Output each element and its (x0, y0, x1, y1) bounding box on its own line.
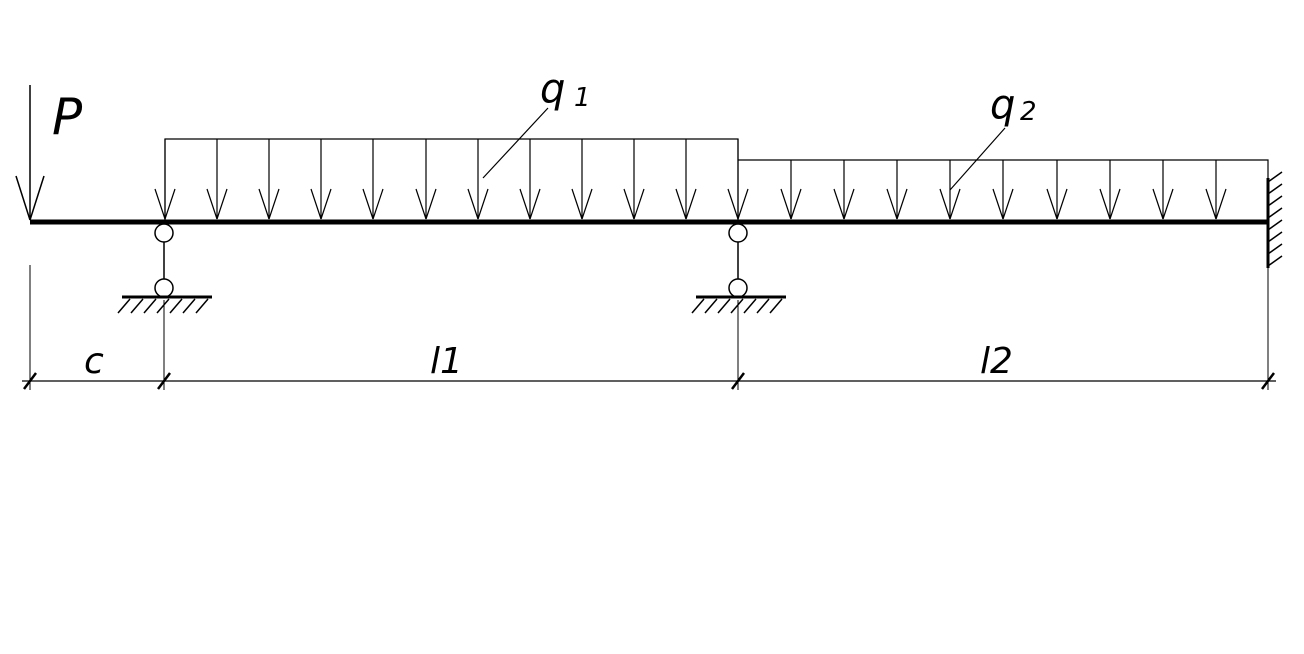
q1-label: q (540, 66, 565, 112)
ground-hatch (743, 298, 757, 314)
q2-arrow-head (1215, 188, 1227, 220)
dim-l2-label: l2 (980, 341, 1013, 382)
q2-arrow-head (1002, 188, 1014, 220)
dim-l1-label: l1 (430, 341, 463, 382)
q2-arrow-head (790, 188, 802, 220)
ground-hatch (704, 298, 718, 314)
q1-arrow-head (164, 188, 176, 220)
q2-arrow-head (1046, 188, 1058, 220)
ground-hatch (182, 298, 196, 314)
dimension-line (22, 372, 1276, 390)
force-label: P (52, 88, 83, 146)
distributed-load-q1 (154, 138, 749, 220)
q1-arrow-head (623, 188, 635, 220)
q2-label: q (990, 82, 1015, 128)
wall-hatch (1267, 195, 1283, 207)
q2-arrow-head (949, 188, 961, 220)
dim-c-label: c (84, 341, 104, 382)
q2-arrow-head (780, 188, 792, 220)
ground-hatch (130, 298, 144, 314)
q2-arrow-head (833, 188, 845, 220)
q1-arrow-head (310, 188, 322, 220)
wall-hatch (1267, 171, 1283, 183)
q2-arrow-head (896, 188, 908, 220)
q2-arrow-head (1109, 188, 1121, 220)
support-1 (117, 223, 212, 314)
wall-hatch (1267, 231, 1283, 243)
q1-arrow-head (467, 188, 479, 220)
ground-hatch (691, 298, 705, 314)
ground-hatch (730, 298, 744, 314)
fixed-support (1266, 171, 1283, 268)
ground-hatch (143, 298, 157, 314)
q1-arrow-head (685, 188, 697, 220)
q1-arrow-head (529, 188, 541, 220)
q2-leader (949, 127, 1006, 191)
ground-hatch (717, 298, 731, 314)
q2-arrow-head (1205, 188, 1217, 220)
q2-arrow-head (1162, 188, 1174, 220)
q1-arrow-head (581, 188, 593, 220)
q1-leader (482, 107, 549, 179)
q2-arrow-head (1099, 188, 1111, 220)
q1-arrow-head (737, 188, 749, 220)
q2-arrow-head (939, 188, 951, 220)
q1-arrow-head (727, 188, 739, 220)
q1-arrow-head (519, 188, 531, 220)
wall-hatch (1267, 243, 1283, 255)
point-force-arrow (15, 85, 45, 221)
wall-hatch (1267, 219, 1283, 231)
ground-hatch (169, 298, 183, 314)
extension-lines (29, 265, 1269, 390)
q1-arrow-head (415, 188, 427, 220)
q2-arrow-head (1152, 188, 1164, 220)
q2-arrow-head (886, 188, 898, 220)
q1-arrow-head (258, 188, 270, 220)
q1-arrow-head (571, 188, 583, 220)
ground-hatch (195, 298, 209, 314)
distributed-load-q2 (738, 159, 1269, 220)
ground-hatch (156, 298, 170, 314)
q1-arrow-head (425, 188, 437, 220)
q2-arrow-head (1056, 188, 1068, 220)
q2-arrow-head (843, 188, 855, 220)
q1-arrow-head (216, 188, 228, 220)
q1-arrow-head (633, 188, 645, 220)
ground-hatch (769, 298, 783, 314)
q2-arrow-head (992, 188, 1004, 220)
wall-hatch (1267, 207, 1283, 219)
q1-arrow-head (675, 188, 687, 220)
wall-hatch (1267, 183, 1283, 195)
q1-arrow-head (268, 188, 280, 220)
support-2 (691, 223, 786, 314)
q1-index: 1 (574, 83, 591, 113)
q1-arrow-head (362, 188, 374, 220)
wall-hatch (1267, 255, 1283, 267)
q1-arrow-head (154, 188, 166, 220)
ground-hatch (756, 298, 770, 314)
ground-hatch (117, 298, 131, 314)
q2-index: 2 (1020, 97, 1037, 127)
q1-arrow-head (372, 188, 384, 220)
q1-arrow-head (320, 188, 332, 220)
q1-arrow-head (477, 188, 489, 220)
q1-arrow-head (206, 188, 218, 220)
